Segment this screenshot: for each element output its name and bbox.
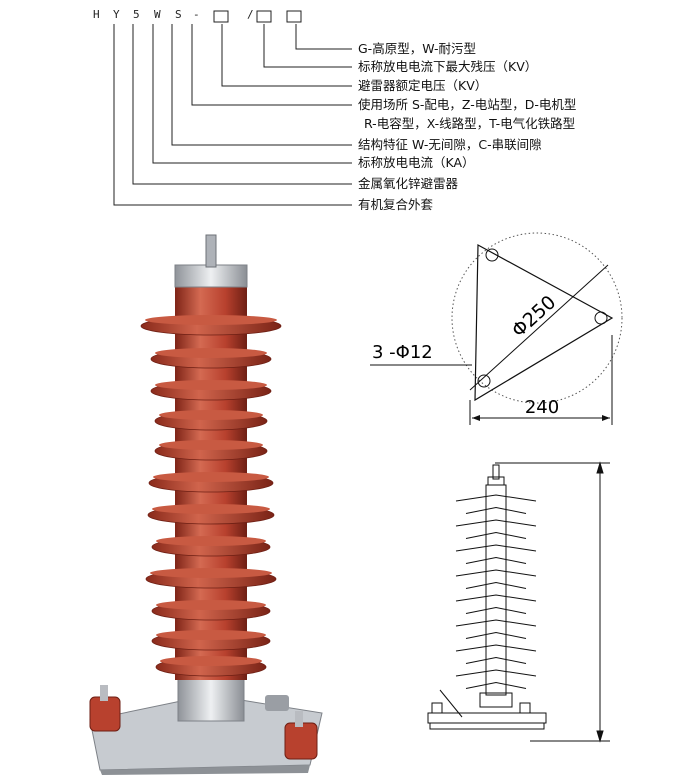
legend-structure: 结构特征 W-无间隙，C-串联间隙 [358,137,542,152]
elevation-shed [455,544,537,552]
bottom-flange [177,672,245,722]
model-code-diagram: H Y 5 W S - / G-高原型，W-耐污型 标称放电电流下最大残压（KV… [0,0,700,215]
shed-top [145,315,277,325]
legend-discharge-current: 标称放电电流（KA） [358,155,475,170]
shed-top [150,568,272,578]
elevation-shed [455,569,537,577]
code-char-h: H [93,8,100,21]
base-dimension-drawing: Φ250 3 -Φ12 240 [370,232,623,425]
holes-label: 3 -Φ12 [372,342,433,363]
elevation-shed [465,581,527,589]
elevation-shed [455,519,537,527]
code-char-s: S [175,8,182,21]
base-plate-edge [100,765,310,775]
legend-usage-2: R-电容型，X-线路型，T-电气化铁路型 [364,116,576,131]
elevation-shed [465,656,527,664]
elevation-shed [465,681,527,689]
diameter-line [469,264,609,391]
elevation-sheds [455,494,537,689]
elevation-shed [465,631,527,639]
top-cap [174,264,248,288]
code-leader-lines [113,10,352,206]
shed-top [156,600,266,610]
elevation-shed [465,556,527,564]
elevation-shed [465,506,527,514]
diameter-label: Φ250 [508,291,561,342]
base-triangle [474,244,614,402]
legend-mox-arrester: 金属氧化锌避雷器 [358,176,459,191]
elevation-shed [455,594,537,602]
elevation-shed [465,531,527,539]
hole-top [485,248,499,262]
code-char-5: 5 [133,8,140,21]
side-elevation-drawing [427,461,610,743]
legend-composite-housing: 有机复合外套 [358,197,434,212]
width-label: 240 [525,397,559,418]
code-char-y: Y [113,8,120,21]
shed-top [160,656,262,666]
code-char-w: W [154,8,161,21]
elevation-shed [455,644,537,652]
elevation-shed [465,606,527,614]
shed-top [155,348,267,358]
shed-top [152,504,270,514]
hole-right [594,311,608,325]
elevation-shed [455,619,537,627]
shed-top [153,472,269,482]
hole-bottom [477,374,491,388]
legend-usage-1: 使用场所 S-配电，Z-电站型，D-电机型 [358,97,577,112]
base-feet [89,685,318,760]
elevation-shed [455,494,537,502]
pcd-circle [451,232,623,404]
elevation-shed [455,669,537,677]
legend-residual-voltage: 标称放电电流下最大残压（KV） [358,59,538,74]
code-box-1 [213,10,229,23]
arrester-photo [89,234,323,775]
code-box-3 [286,10,302,23]
legend-pollution-type: G-高原型，W-耐污型 [358,41,477,56]
shed-top [156,630,266,640]
shed-top [159,410,263,420]
arrester-sheds [140,315,282,677]
code-char-dash: - [193,8,200,21]
top-terminal-bolt [205,234,217,268]
code-box-2 [256,10,272,23]
shed-top [159,440,263,450]
code-char-slash: / [247,8,254,21]
shed-top [156,536,266,546]
legend-rated-voltage: 避雷器额定电压（KV） [358,78,488,93]
shed-top [155,380,267,390]
